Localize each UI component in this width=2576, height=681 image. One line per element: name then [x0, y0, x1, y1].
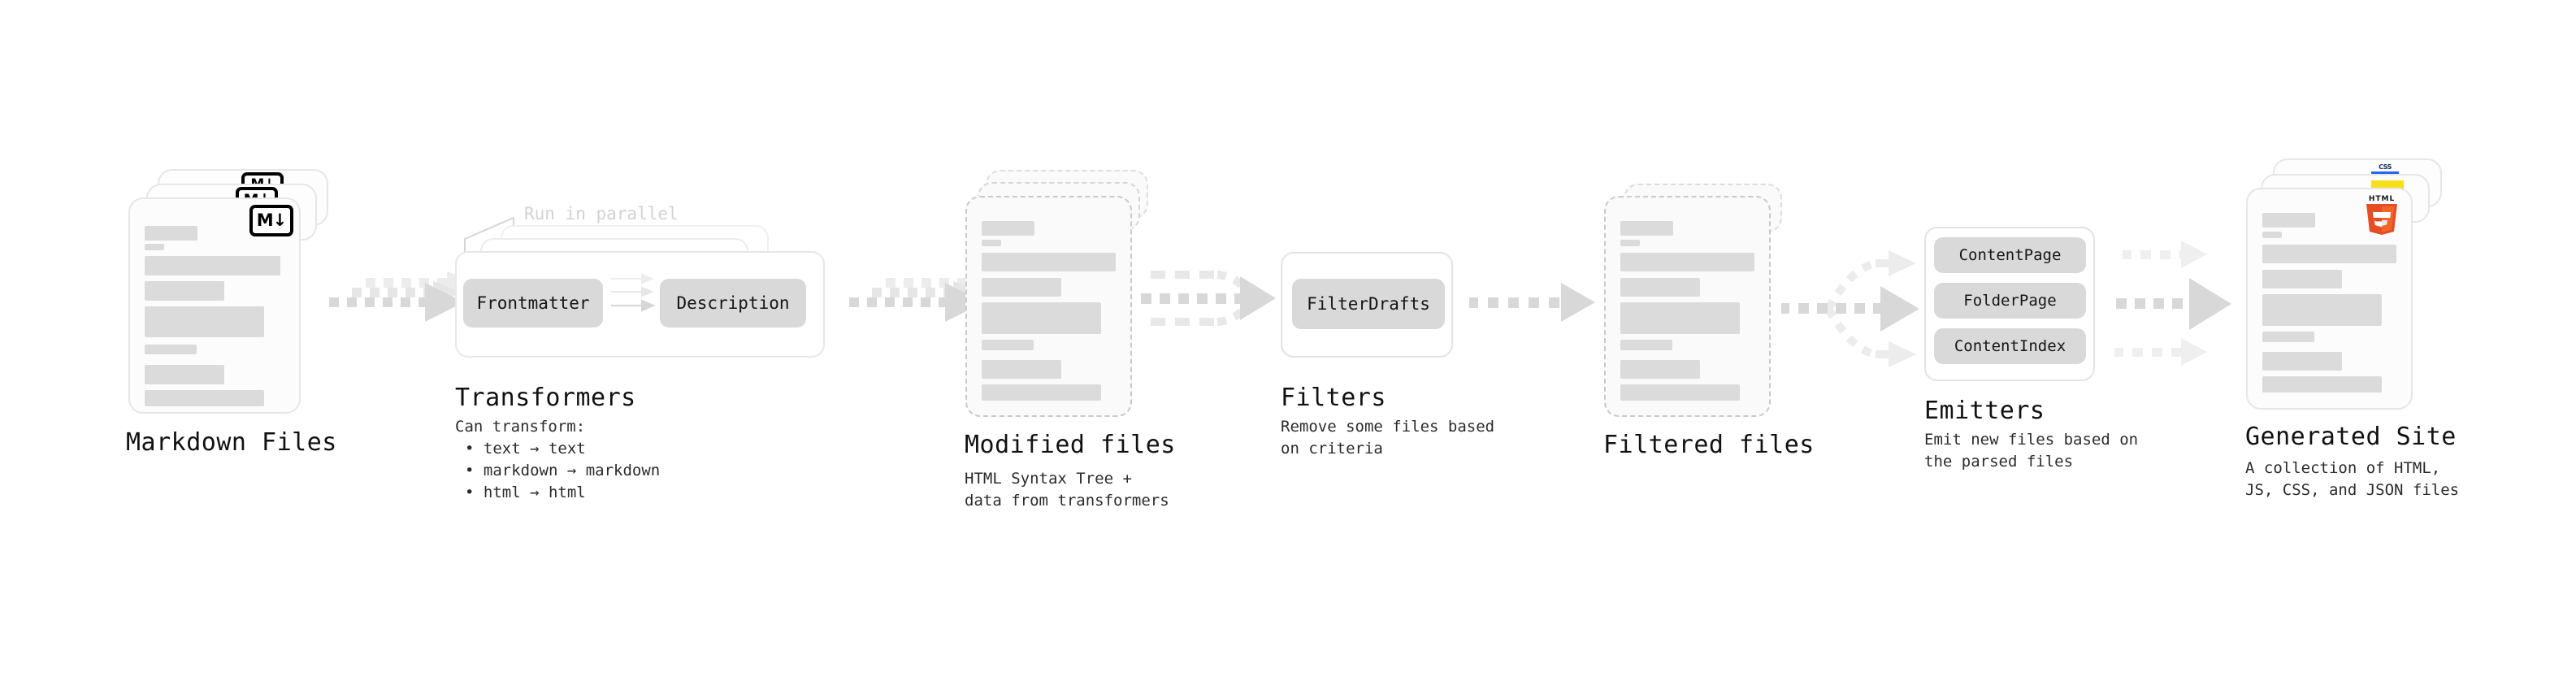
skeleton-line: [1620, 360, 1700, 379]
skeleton-line: [982, 240, 1001, 246]
markdown-badge-front: M↓: [249, 205, 293, 236]
skeleton-line: [145, 345, 197, 354]
skeleton-line: [2262, 332, 2314, 342]
skeleton-line: [145, 306, 264, 337]
skeleton-line: [2262, 245, 2396, 263]
skeleton-line: [1620, 253, 1754, 271]
transformer-inner-arrows: [611, 273, 656, 312]
skeleton-line: [2262, 352, 2342, 371]
skeleton-line: [982, 384, 1101, 401]
skeleton-line: [1620, 302, 1740, 334]
connector-md-to-transformers: [329, 271, 477, 322]
skeleton-line: [982, 221, 1034, 236]
skeleton-line: [982, 302, 1101, 334]
skeleton-line: [145, 256, 280, 275]
stage-title-transformers: Transformers: [455, 384, 636, 412]
connector-filtered-to-emitters: [1781, 250, 1919, 367]
skeleton-line: [2262, 376, 2382, 393]
skeleton-line: [1620, 384, 1740, 401]
modified-files-subtitle: HTML Syntax Tree + data from transformer…: [965, 470, 1169, 510]
stage-title-markdown-files: Markdown Files: [126, 428, 337, 457]
transformers-bullet-1: • markdown → markdown: [465, 462, 661, 479]
emitters-subtitle: Emit new files based on the parsed files: [1924, 431, 2139, 471]
stage-title-modified-files: Modified files: [965, 431, 1176, 459]
connector-filters-to-filtered: [1469, 283, 1595, 322]
connector-modified-to-filters: [1141, 271, 1276, 326]
skeleton-line: [145, 365, 224, 384]
skeleton-line: [2262, 232, 2282, 238]
filters-pill-filterdrafts[interactable]: FilterDrafts: [1292, 279, 1445, 329]
emitters-pill-folderpage[interactable]: FolderPage: [1934, 283, 2086, 319]
transformers-bullet-2: • html → html: [465, 484, 586, 501]
transformers-bullet-0: • text → text: [465, 440, 586, 458]
skeleton-line: [145, 226, 197, 241]
emitters-pill-contentindex[interactable]: ContentIndex: [1934, 328, 2086, 364]
skeleton-line: [2262, 270, 2342, 288]
emitters-pill-contentpage[interactable]: ContentPage: [1934, 237, 2086, 273]
skeleton-line: [145, 244, 164, 250]
skeleton-line: [145, 390, 264, 406]
run-in-parallel-label: Run in parallel: [524, 204, 679, 223]
skeleton-line: [982, 253, 1116, 271]
skeleton-line: [2262, 213, 2315, 228]
stage-title-emitters: Emitters: [1924, 397, 2045, 425]
stage-title-filters: Filters: [1281, 384, 1386, 412]
skeleton-line: [982, 278, 1061, 297]
css-badge-underline: [2371, 171, 2399, 175]
stage-title-filtered-files: Filtered files: [1603, 431, 1815, 459]
stage-title-generated-site: Generated Site: [2245, 423, 2457, 451]
skeleton-line: [1620, 221, 1673, 236]
connector-emitters-to-site: [2114, 241, 2231, 366]
filters-subtitle: Remove some files based on criteria: [1281, 418, 1495, 458]
transformer-pill-frontmatter[interactable]: Frontmatter: [463, 279, 603, 327]
generated-site-subtitle: A collection of HTML, JS, CSS, and JSON …: [2245, 459, 2460, 499]
svg-text:HTML: HTML: [2369, 195, 2395, 203]
transformers-subtitle: Can transform:: [455, 418, 586, 436]
skeleton-line: [2262, 294, 2382, 326]
skeleton-line: [1620, 278, 1700, 297]
skeleton-line: [982, 340, 1034, 350]
skeleton-line: [145, 281, 224, 301]
css-badge-label: CSS: [2379, 163, 2392, 171]
skeleton-line: [1620, 240, 1640, 246]
html5-badge: HTML: [2366, 195, 2397, 235]
connector-transformers-to-modified: [849, 271, 997, 322]
skeleton-line: [1620, 340, 1672, 350]
skeleton-line: [982, 360, 1061, 379]
transformer-pill-description[interactable]: Description: [660, 279, 806, 327]
